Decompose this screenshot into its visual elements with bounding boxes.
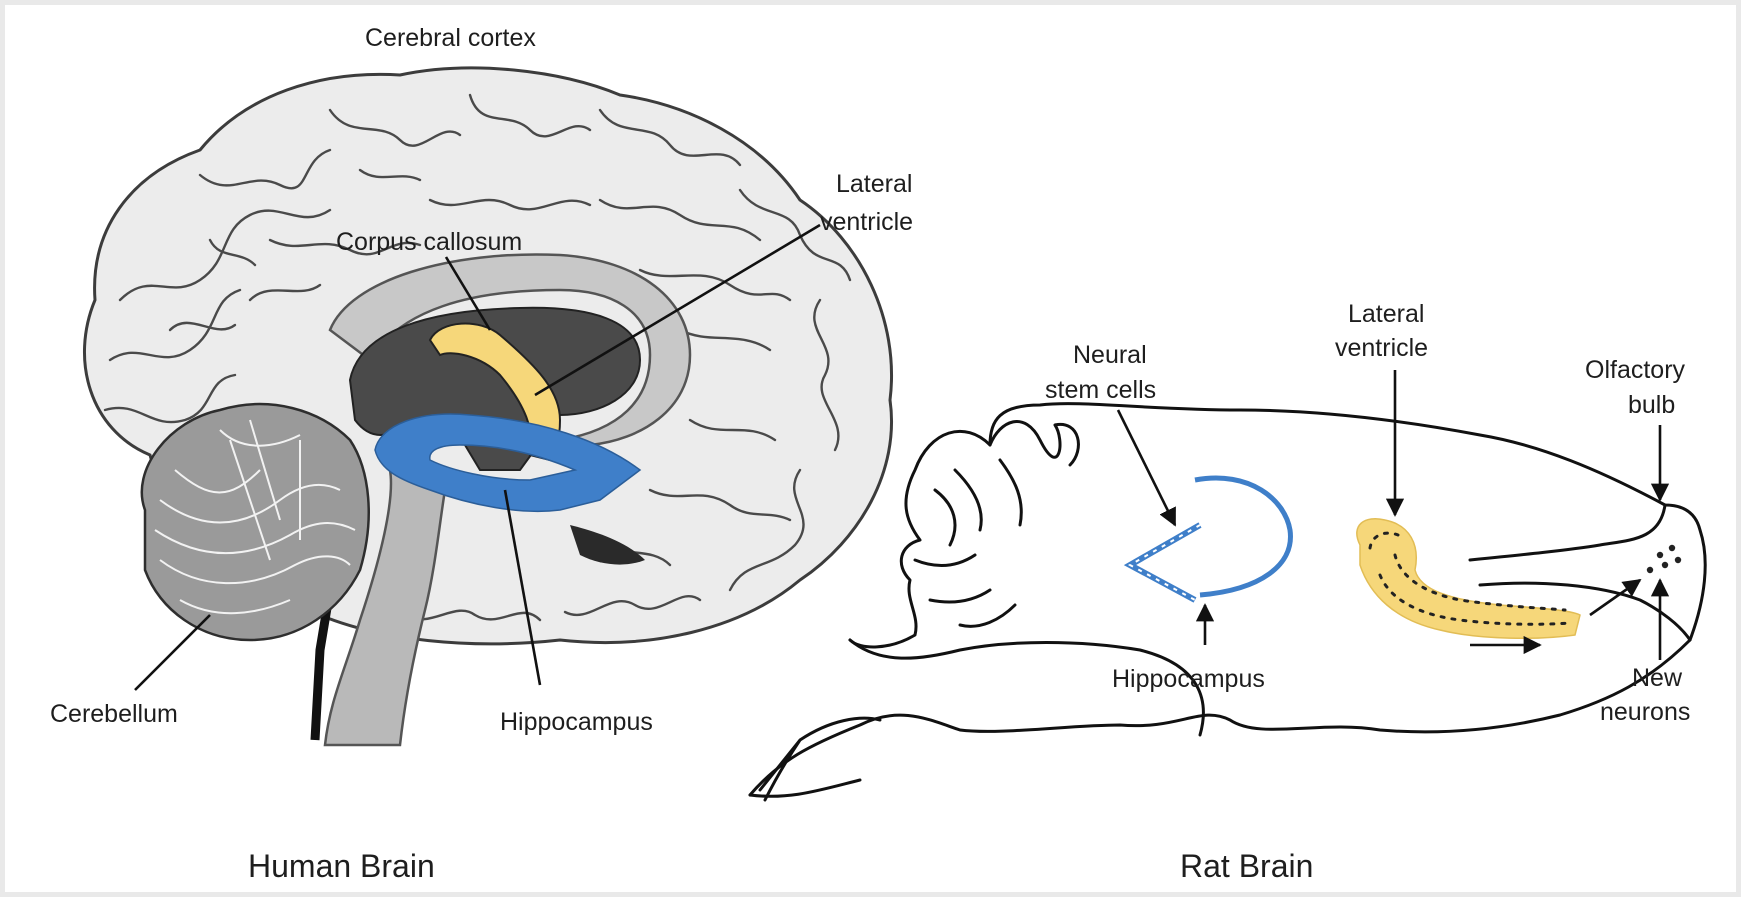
label-cerebral-cortex: Cerebral cortex xyxy=(365,24,536,52)
label-olfactory-bulb-2: bulb xyxy=(1628,391,1675,419)
label-lateral-ventricle-rat-2: ventricle xyxy=(1335,334,1428,362)
neural-stem-cells-arrow xyxy=(1118,410,1175,525)
label-corpus-callosum: Corpus callosum xyxy=(336,228,522,256)
new-neuron-dots xyxy=(1647,545,1681,573)
rat-cerebellum-folds xyxy=(915,460,1021,626)
cerebellum-shape xyxy=(142,404,369,640)
label-new-neurons-1: New xyxy=(1632,664,1683,692)
label-lateral-ventricle-rat-1: Lateral xyxy=(1348,300,1424,328)
hippocampus-rat-v xyxy=(1130,525,1200,600)
label-hippocampus-rat: Hippocampus xyxy=(1112,665,1265,693)
caption-human-brain: Human Brain xyxy=(248,848,435,884)
lateral-ventricle-rat-shape xyxy=(1357,519,1580,639)
cerebellum-leader xyxy=(135,615,210,690)
label-neural-stem-cells-2: stem cells xyxy=(1045,376,1156,404)
label-hippocampus-human: Hippocampus xyxy=(500,708,653,736)
label-new-neurons-2: neurons xyxy=(1600,698,1690,726)
rat-hippocampus-dots xyxy=(1130,525,1200,600)
hippocampus-rat-shape xyxy=(1195,478,1290,595)
rat-brain-outline xyxy=(750,404,1705,795)
label-cerebellum: Cerebellum xyxy=(50,700,178,728)
human-brain: Cerebral cortex Corpus callosum Lateral … xyxy=(50,24,913,884)
label-olfactory-bulb-1: Olfactory xyxy=(1585,356,1686,384)
label-neural-stem-cells-1: Neural xyxy=(1073,341,1147,369)
label-lateral-ventricle-human-2: ventricle xyxy=(820,208,913,236)
rat-brainstem-outline xyxy=(750,640,1203,796)
rat-spinal-outline xyxy=(760,718,880,800)
caption-rat-brain: Rat Brain xyxy=(1180,848,1313,884)
label-lateral-ventricle-human-1: Lateral xyxy=(836,170,912,198)
rat-brain: Neural stem cells Lateral ventricle Olfa… xyxy=(750,300,1705,884)
